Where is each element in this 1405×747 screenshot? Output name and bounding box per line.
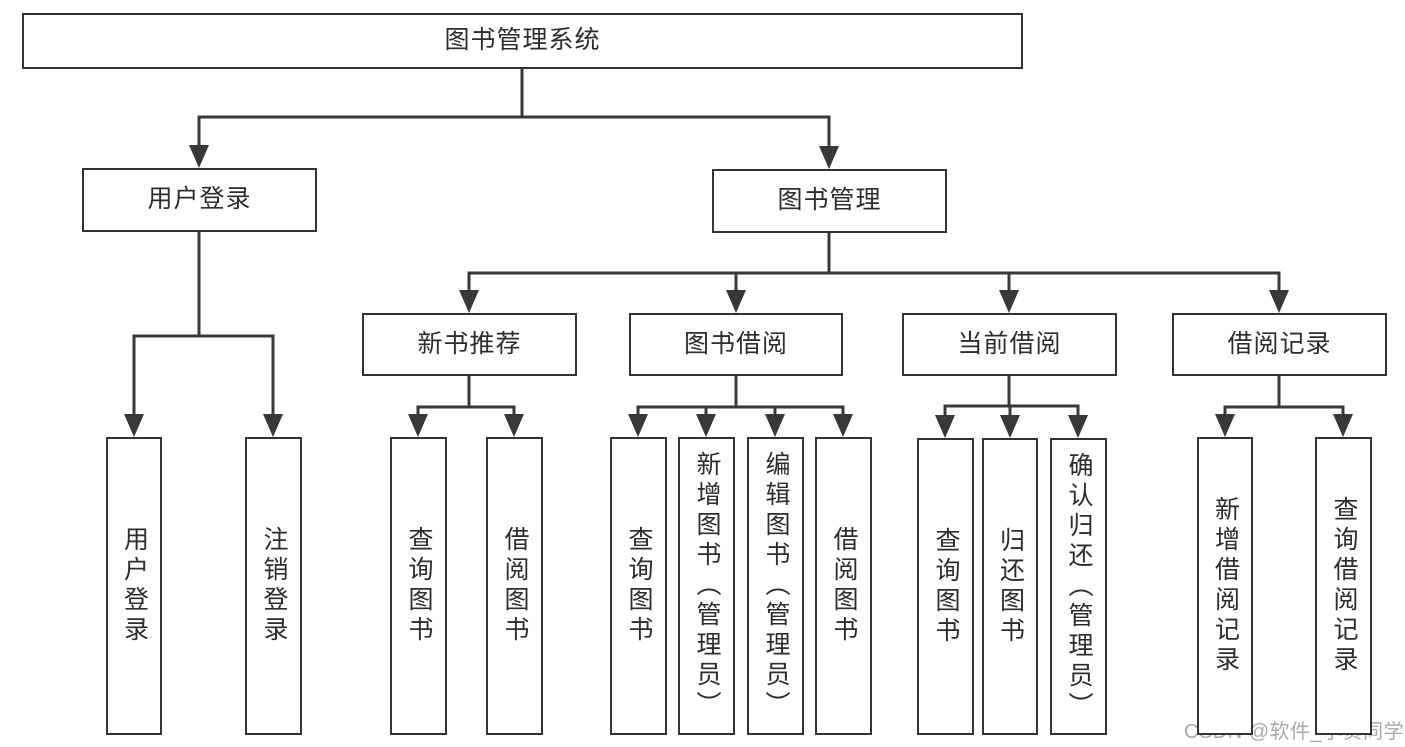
node-label: 查询借阅记录 [1330,496,1358,676]
node-user-login: 用户登录 [82,168,317,232]
arrowhead [124,414,144,437]
node-leaf-query-book-1: 查询图书 [390,437,447,735]
arrowhead [726,290,746,313]
node-label: 归还图书 [996,526,1025,647]
node-leaf-add-book: 新增图书（管理员） [678,437,735,735]
node-label: 新增借阅记录 [1211,496,1240,676]
node-borrowing-records: 借阅记录 [1172,313,1387,376]
node-leaf-query-book-2: 查询图书 [610,437,667,735]
node-label: 借阅图书 [830,526,858,646]
node-leaf-query-record: 查询借阅记录 [1315,437,1372,735]
arrowhead [1215,414,1235,437]
node-leaf-user-login: 用户登录 [106,437,162,735]
arrowhead [819,146,839,169]
node-leaf-borrow-book-2: 借阅图书 [815,437,872,735]
connector-path [132,67,1345,420]
node-leaf-logout: 注销登录 [245,437,302,735]
arrowhead [189,145,209,168]
arrowhead [628,414,648,437]
node-label: 查询图书 [932,526,960,647]
arrowhead [1068,415,1088,438]
arrowhead [1269,290,1289,313]
node-label: 编辑图书（管理员） [762,451,790,721]
node-leaf-confirm-return: 确认归还（管理员） [1050,438,1107,735]
arrowhead [459,290,479,313]
arrowhead [833,414,853,437]
arrowhead [696,414,716,437]
node-label: 新书推荐 [417,329,522,358]
node-label: 用户登录 [147,185,252,214]
node-label: 借阅图书 [501,526,529,646]
node-label: 查询图书 [625,526,653,646]
node-book-management: 图书管理 [712,169,947,233]
arrowhead [504,414,524,437]
node-leaf-borrow-book-1: 借阅图书 [486,437,543,735]
arrowhead [765,414,785,437]
arrowhead [1000,415,1020,438]
node-current-borrowing: 当前借阅 [902,313,1117,376]
node-leaf-return-book: 归还图书 [982,438,1038,735]
node-root: 图书管理系统 [22,13,1023,69]
node-label: 注销登录 [260,526,288,646]
arrowhead [408,414,428,437]
node-label: 确认归还（管理员） [1065,451,1093,722]
node-label: 图书管理系统 [444,26,601,55]
node-leaf-edit-book: 编辑图书（管理员） [747,437,804,735]
node-book-borrowing: 图书借阅 [629,313,843,376]
node-label: 当前借阅 [957,329,1062,358]
arrowhead [1333,414,1353,437]
node-new-book-recommend: 新书推荐 [362,313,577,376]
node-label: 新增图书（管理员） [693,451,721,721]
node-label: 图书管理 [777,186,882,215]
node-leaf-add-record: 新增借阅记录 [1197,437,1253,735]
node-label: 图书借阅 [683,329,788,358]
node-leaf-query-book-3: 查询图书 [917,438,974,735]
arrowhead [263,414,283,437]
arrowhead [935,415,955,438]
node-label: 查询图书 [405,526,433,646]
arrowhead [999,290,1019,313]
node-label: 用户登录 [120,526,149,646]
node-label: 借阅记录 [1227,329,1332,358]
